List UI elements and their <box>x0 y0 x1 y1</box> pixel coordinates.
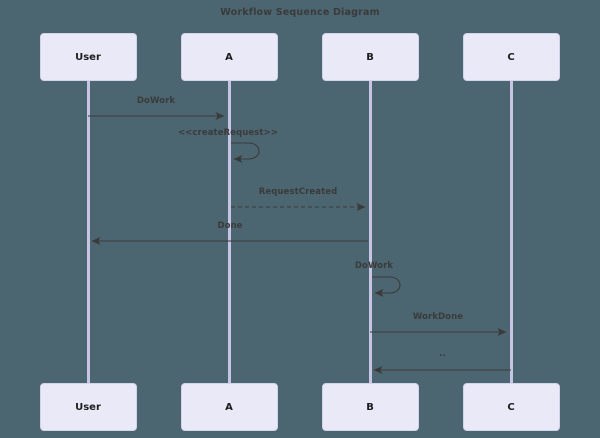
message-label-done-b-user: Done <box>217 221 243 231</box>
message-label-dowork-user-a: DoWork <box>136 96 176 106</box>
participant-foot-c-label: C <box>507 401 515 413</box>
participant-head-c-label: C <box>507 51 515 63</box>
participant-head-user-label: User <box>75 51 101 63</box>
lifeline-c <box>509 81 513 383</box>
lifeline-a <box>227 81 231 383</box>
message-label-reply-c-b: .. <box>439 349 446 359</box>
participant-head-a[interactable]: A <box>180 33 278 81</box>
participant-head-b-label: B <box>366 51 374 63</box>
diagram-title: Workflow Sequence Diagram <box>220 7 380 18</box>
participant-head-user[interactable]: User <box>39 33 137 81</box>
participant-foot-a[interactable]: A <box>180 383 278 431</box>
message-line-createrequest-self-a <box>231 142 260 163</box>
participant-foot-a-label: A <box>225 401 233 413</box>
participant-foot-b[interactable]: B <box>321 383 419 431</box>
participant-foot-user-label: User <box>75 401 101 413</box>
message-line-dowork-self-b <box>372 276 401 297</box>
message-label-dowork-self-b: DoWork <box>354 261 394 271</box>
participant-foot-b-label: B <box>366 401 374 413</box>
lifeline-user <box>86 81 90 383</box>
participant-foot-user[interactable]: User <box>39 383 137 431</box>
lifeline-b <box>368 81 372 383</box>
participant-head-b[interactable]: B <box>321 33 419 81</box>
participant-head-a-label: A <box>225 51 233 63</box>
message-label-workdone-b-c: WorkDone <box>412 312 464 322</box>
participant-head-c[interactable]: C <box>462 33 560 81</box>
message-label-requestcreated-a-b: RequestCreated <box>258 187 338 197</box>
participant-foot-c[interactable]: C <box>462 383 560 431</box>
message-label-createrequest-self-a: <<createRequest>> <box>177 128 279 138</box>
